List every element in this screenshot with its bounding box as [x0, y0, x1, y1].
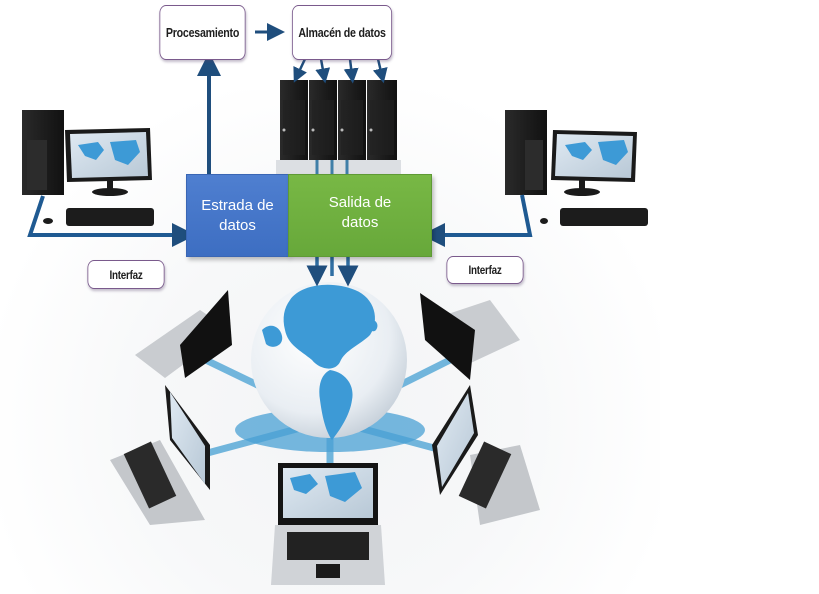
arrows-output-to-globe [306, 256, 359, 287]
server-cluster [276, 80, 401, 176]
processing-box: Procesamiento [159, 5, 246, 60]
keyboard-icon [66, 208, 154, 226]
interface-left-label: Interfaz [109, 267, 143, 282]
keyboard-icon [560, 208, 648, 226]
server-cables [315, 160, 349, 176]
storage-arrows [293, 58, 388, 84]
server-icon [338, 80, 366, 160]
interface-right-label: Interfaz [468, 263, 502, 277]
output-block: Salida de datos [288, 174, 432, 257]
server-icon [367, 80, 397, 160]
cable-left-to-input [27, 195, 196, 247]
output-label-line1: Salida de [328, 193, 392, 211]
input-label-line2: datos [219, 216, 256, 234]
processing-label: Procesamiento [165, 25, 240, 40]
storage-box: Almacén de datos [291, 5, 393, 60]
desktop-left [22, 110, 196, 247]
laptop-icon [135, 290, 232, 378]
monitor-icon [551, 130, 637, 196]
server-icon [309, 80, 337, 160]
laptop-icon [420, 293, 520, 380]
laptop-icon [110, 385, 210, 525]
globe-icon [251, 282, 407, 440]
mouse-icon [43, 218, 53, 224]
server-icon [280, 80, 308, 160]
cable-right-to-output [421, 194, 533, 247]
input-label-line1: Estrada de [201, 196, 274, 214]
laptop-icon [432, 385, 540, 525]
storage-label: Almacén de datos [298, 25, 386, 40]
output-label-line2: datos [341, 213, 379, 231]
input-block: Estrada de datos [186, 174, 289, 257]
desktop-right [421, 110, 648, 247]
laptop-icon [271, 463, 385, 585]
interface-left-box: Interfaz [87, 260, 165, 289]
interface-right-box: Interfaz [446, 256, 524, 284]
mouse-icon [540, 218, 548, 224]
monitor-icon [65, 128, 152, 196]
